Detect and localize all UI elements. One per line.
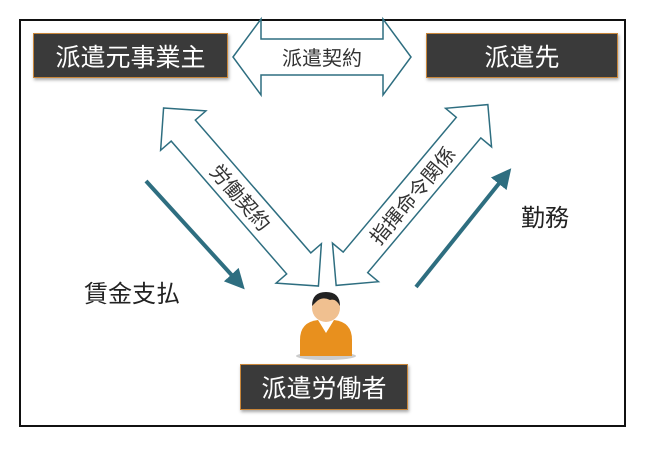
command-relation-label: 指揮命令関係: [365, 142, 461, 249]
worker-box: 派遣労働者: [240, 364, 408, 410]
dispatch-contract-arrow: 派遣契約: [232, 16, 412, 98]
wage-payment-label: 賃金支払: [84, 280, 180, 308]
work-arrow: [414, 168, 512, 289]
worker-person-icon: [296, 292, 356, 360]
dispatcher-box: 派遣元事業主: [33, 33, 228, 78]
work-label: 勤務: [521, 204, 569, 232]
client-box: 派遣先: [426, 33, 618, 78]
diagram-frame: [19, 19, 626, 427]
wage-payment-arrow: [144, 179, 245, 290]
dispatch-contract-label: 派遣契約: [282, 46, 362, 70]
command-relation-arrow: 指揮命令関係: [331, 103, 493, 287]
